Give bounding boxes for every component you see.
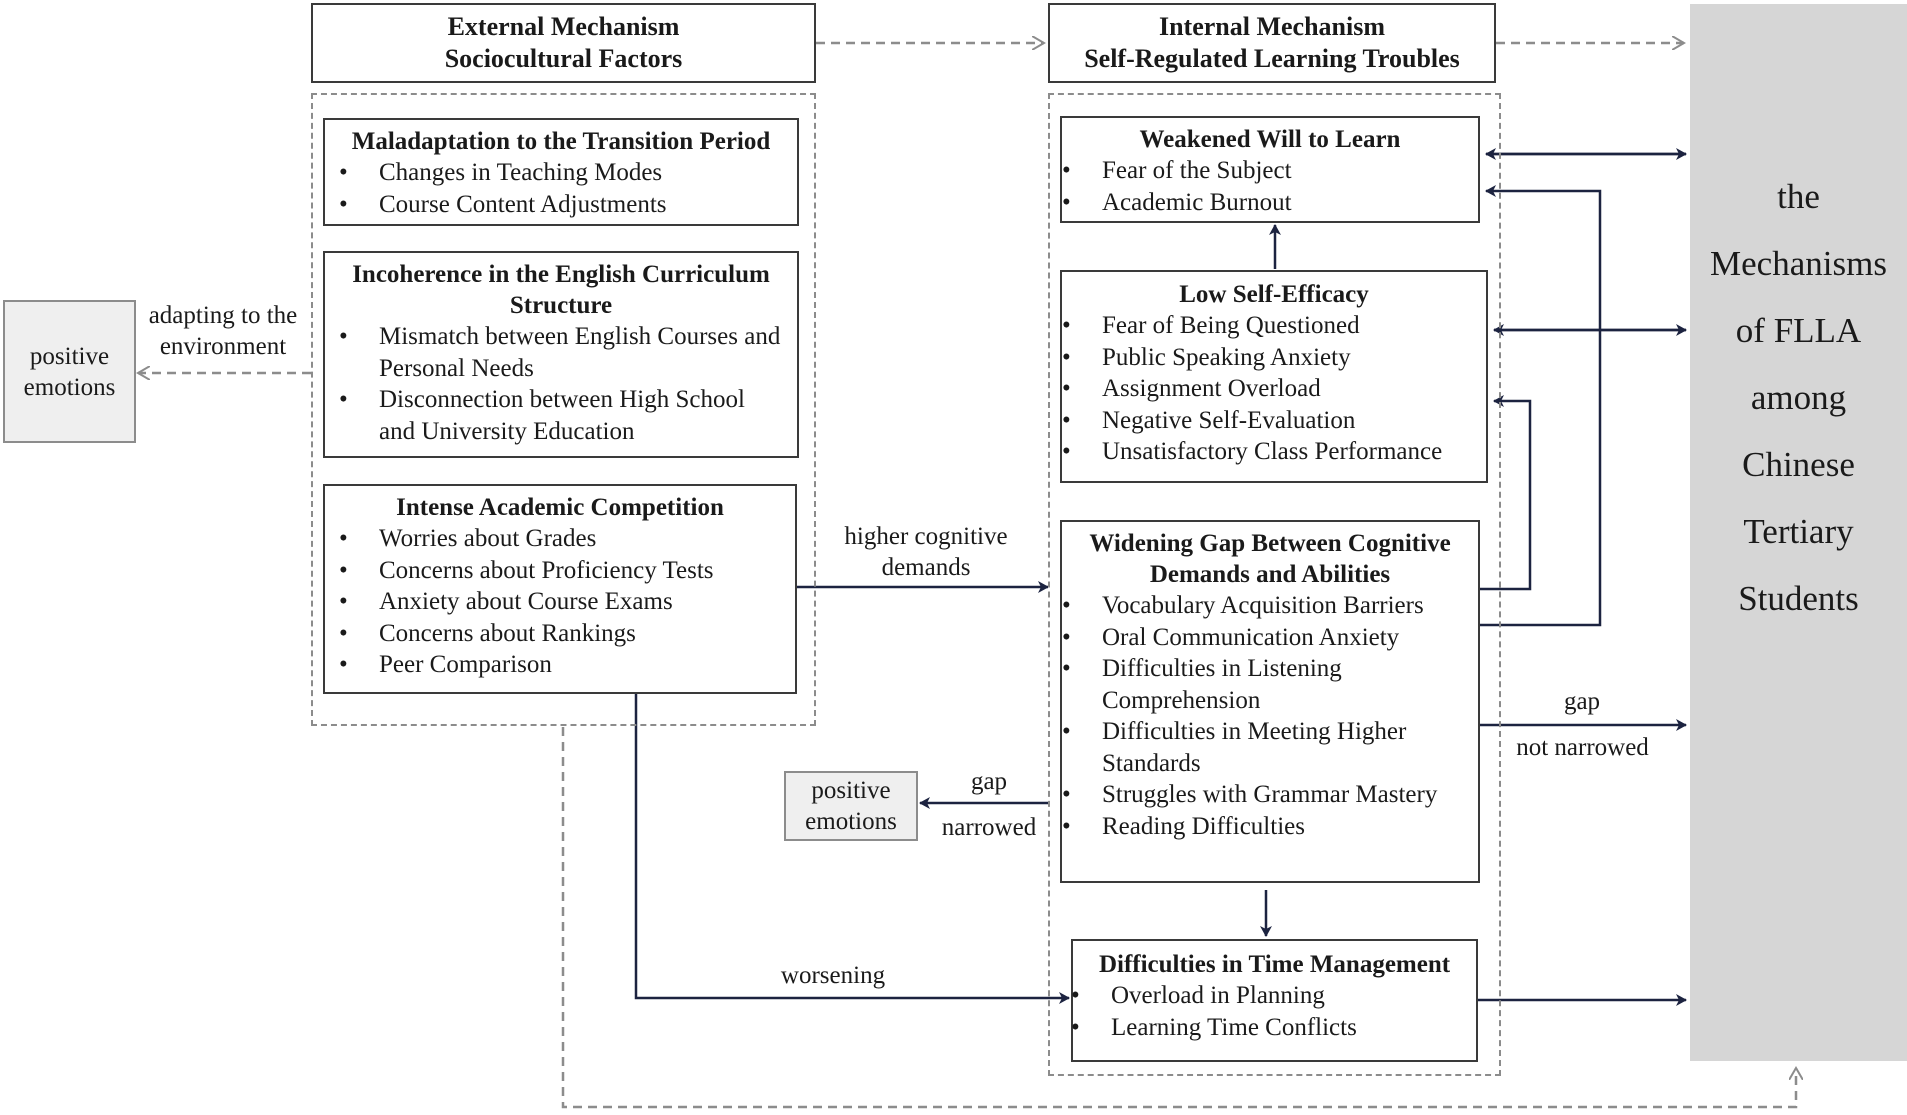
list-item: Public Speaking Anxiety [1048,342,1486,374]
box-title: Widening Gap Between Cognitive Demands a… [1089,530,1451,588]
list-item: Assignment Overload [1048,373,1486,405]
box-title: Difficulties in Time Management [1098,951,1451,978]
list-item: Anxiety about Course Exams [325,586,795,618]
gap-not-narrowed-label-1: gap [1563,688,1601,715]
low-self-efficacy-box: Low Self-Efficacy Fear of Being Question… [1060,270,1488,483]
positive-emotions-left-text: positive emotions [23,342,116,401]
box-title: Weakened Will to Learn [1139,126,1401,153]
adapting-label: adapting to the environment [142,300,304,362]
list-item: Worries about Grades [325,523,795,555]
transition-period-box: Maladaptation to the Transition Period C… [323,118,799,226]
widening-gap-box: Widening Gap Between Cognitive Demands a… [1060,520,1480,883]
gap-to-self-efficacy-connector [1480,395,1532,591]
list-item: Unsatisfactory Class Performance [1048,436,1486,468]
gap-narrowed-label-2: narrowed [941,814,1037,841]
list-item: Disconnection between High School and Un… [325,384,783,447]
positive-emotions-mid-text: positive emotions [805,777,897,835]
list-item: Concerns about Proficiency Tests [325,555,795,587]
list-item: Negative Self-Evaluation [1048,405,1486,437]
weakened-will-box: Weakened Will to Learn Fear of the Subje… [1060,116,1480,223]
flla-outcome-panel: the Mechanisms of FLLA among Chinese Ter… [1690,4,1907,1061]
list-item: Overload in Planning [1057,980,1476,1012]
time-management-box: Difficulties in Time Management Overload… [1071,939,1478,1062]
external-to-outcome-dashed-connector [561,727,1796,1109]
positive-emotions-mid-box: positive emotions [784,771,918,841]
external-header-line1: External Mechanism [447,12,680,41]
list-item: Learning Time Conflicts [1057,1012,1476,1044]
positive-emotions-left-box: positive emotions [3,300,136,443]
list-item: Reading Difficulties [1048,811,1448,843]
list-item: Fear of the Subject [1048,155,1478,187]
outcome-text: the Mechanisms of FLLA among Chinese Ter… [1710,177,1887,618]
list-item: Struggles with Grammar Mastery [1048,779,1448,811]
list-item: Difficulties in Meeting Higher Standards [1048,716,1448,779]
internal-mechanism-group [1048,93,1501,1076]
gap-narrowed-label-1: gap [970,768,1008,795]
list-item: Academic Burnout [1048,187,1478,219]
adapting-text: adapting to the environment [148,302,298,360]
box-title: Maladaptation to the Transition Period [351,128,771,155]
list-item: Mismatch between English Courses and Per… [325,321,783,384]
list-item: Difficulties in Listening Comprehension [1048,653,1448,716]
box-title: Low Self-Efficacy [1179,281,1369,308]
worsening-connector [634,693,1070,1004]
list-item: Concerns about Rankings [325,618,795,650]
worsening-label: worsening [780,962,886,989]
box-title: Incoherence in the English Curriculum St… [352,261,770,319]
list-item: Peer Comparison [325,649,795,681]
internal-header-line1: Internal Mechanism [1158,12,1386,41]
external-mechanism-group [311,93,816,726]
academic-competition-box: Intense Academic Competition Worries abo… [323,484,797,694]
higher-demands-label: higher cognitive demands [826,521,1026,583]
box-title: Intense Academic Competition [396,494,724,521]
external-header-line2: Sociocultural Factors [444,44,683,73]
curriculum-incoherence-box: Incoherence in the English Curriculum St… [323,251,799,458]
list-item: Vocabulary Acquisition Barriers [1048,590,1448,622]
list-item: Fear of Being Questioned [1048,310,1486,342]
gap-not-narrowed-label-2: not narrowed [1516,734,1649,761]
list-item: Oral Communication Anxiety [1048,622,1448,654]
gap-to-weakened-will-connector [1480,185,1602,627]
external-mechanism-header: External Mechanism Sociocultural Factors [311,3,816,83]
list-item: Changes in Teaching Modes [325,157,797,189]
internal-mechanism-header: Internal Mechanism Self-Regulated Learni… [1048,3,1496,83]
list-item: Course Content Adjustments [325,189,797,221]
internal-header-line2: Self-Regulated Learning Troubles [1084,44,1460,73]
higher-demands-text: higher cognitive demands [844,523,1008,581]
